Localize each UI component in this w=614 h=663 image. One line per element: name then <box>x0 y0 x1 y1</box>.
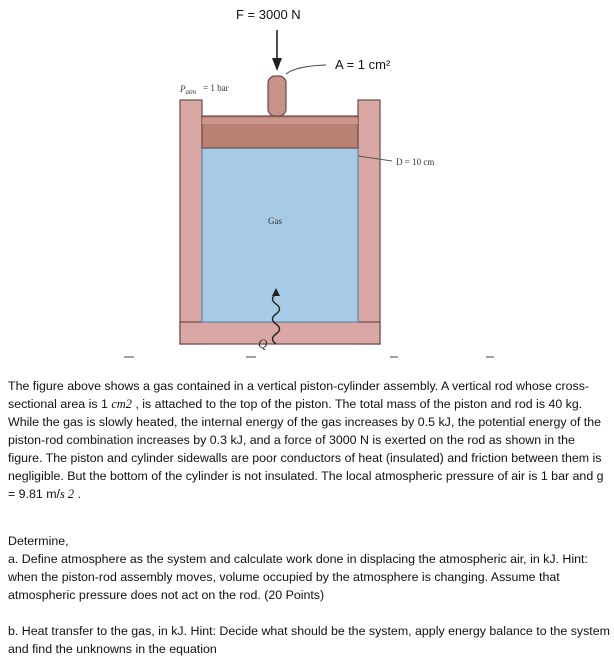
piston-cylinder-diagram: F = 3000 N A = 1 cm² Patm = 1 bar Gas D … <box>124 7 494 358</box>
diameter-leader-line <box>357 155 393 162</box>
unit-cm2: cm2 <box>111 397 132 411</box>
question-part-b: b. Heat transfer to the gas, in kJ. Hint… <box>8 624 610 656</box>
heat-label: Q <box>258 336 268 351</box>
patm-label: = 1 bar <box>203 83 229 93</box>
question-part-b-section: b. Heat transfer to the gas, in kJ. Hint… <box>8 622 612 658</box>
problem-text-3: . <box>74 487 82 501</box>
piston-cylinder-figure: F = 3000 N A = 1 cm² Patm = 1 bar Gas D … <box>124 7 494 358</box>
rod <box>267 75 287 117</box>
heat-squiggle <box>271 293 281 345</box>
problem-statement: The figure above shows a gas contained i… <box>8 377 612 503</box>
problem-text-1: The figure above shows a gas contained i… <box>8 379 590 411</box>
force-arrow-head <box>272 58 282 71</box>
gas-region <box>201 147 359 323</box>
cylinder-right-wall <box>357 99 381 345</box>
unit-s2: s 2 <box>60 487 75 501</box>
piston-highlight <box>202 118 358 124</box>
determine-heading: Determine, <box>8 534 69 548</box>
cylinder-left-wall <box>179 99 203 345</box>
diameter-label: D = 10 cm <box>396 157 434 167</box>
question-part-a: a. Define atmosphere as the system and c… <box>8 552 588 602</box>
patm-symbol: Patm <box>179 84 196 96</box>
problem-paragraph: The figure above shows a gas contained i… <box>8 377 612 503</box>
force-label: F = 3000 N <box>236 7 301 22</box>
problem-text-2: , is attached to the top of the piston. … <box>8 397 604 501</box>
gas-label: Gas <box>268 216 282 226</box>
cylinder-bottom-wall <box>179 321 381 345</box>
area-label: A = 1 cm² <box>335 57 391 72</box>
determine-section: Determine, a. Define atmosphere as the s… <box>8 532 612 604</box>
heat-arrow-head <box>272 288 280 296</box>
area-leader-line <box>285 64 327 75</box>
